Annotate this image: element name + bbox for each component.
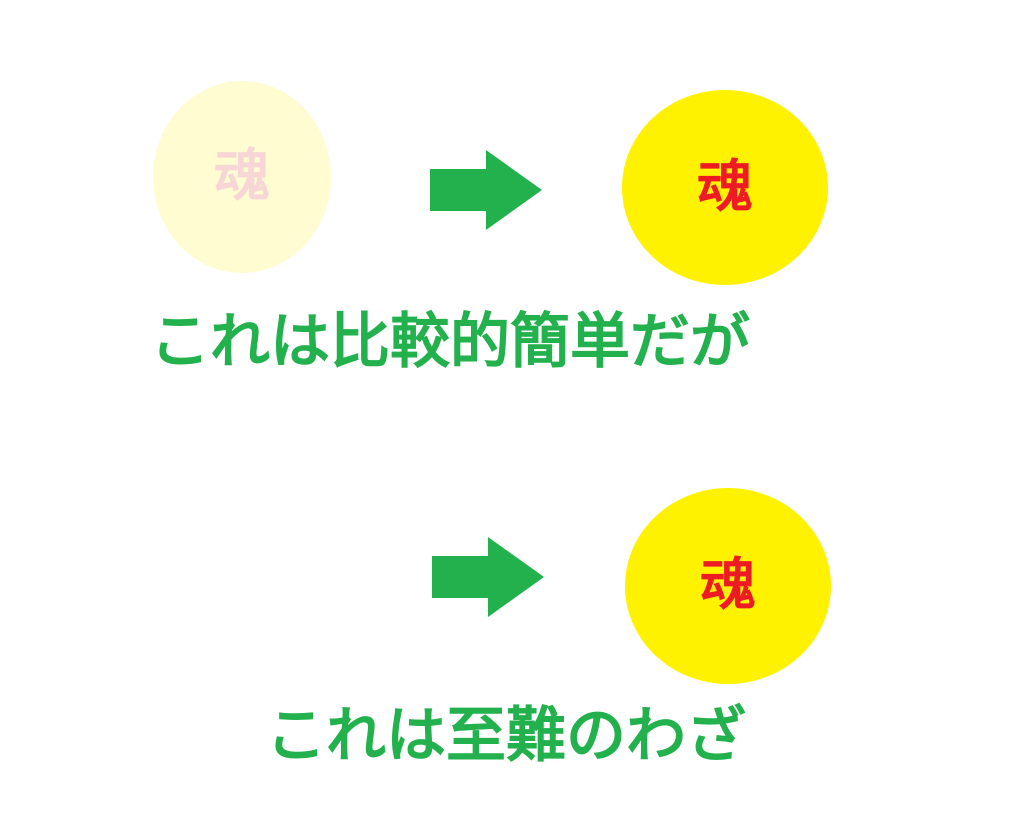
faded-soul-circle: 魂 (153, 81, 331, 273)
right-arrow-icon (430, 150, 542, 230)
caption-relatively-easy: これは比較的簡単だが (150, 307, 750, 377)
bright-soul-circle: 魂 (622, 90, 828, 285)
bright-soul-glyph: 魂 (700, 553, 756, 618)
faded-soul-glyph: 魂 (214, 144, 270, 209)
bright-soul-circle: 魂 (625, 488, 831, 684)
bright-soul-glyph: 魂 (697, 154, 753, 220)
right-arrow-icon (432, 537, 544, 617)
caption-very-difficult: これは至難のわざ (266, 701, 746, 771)
